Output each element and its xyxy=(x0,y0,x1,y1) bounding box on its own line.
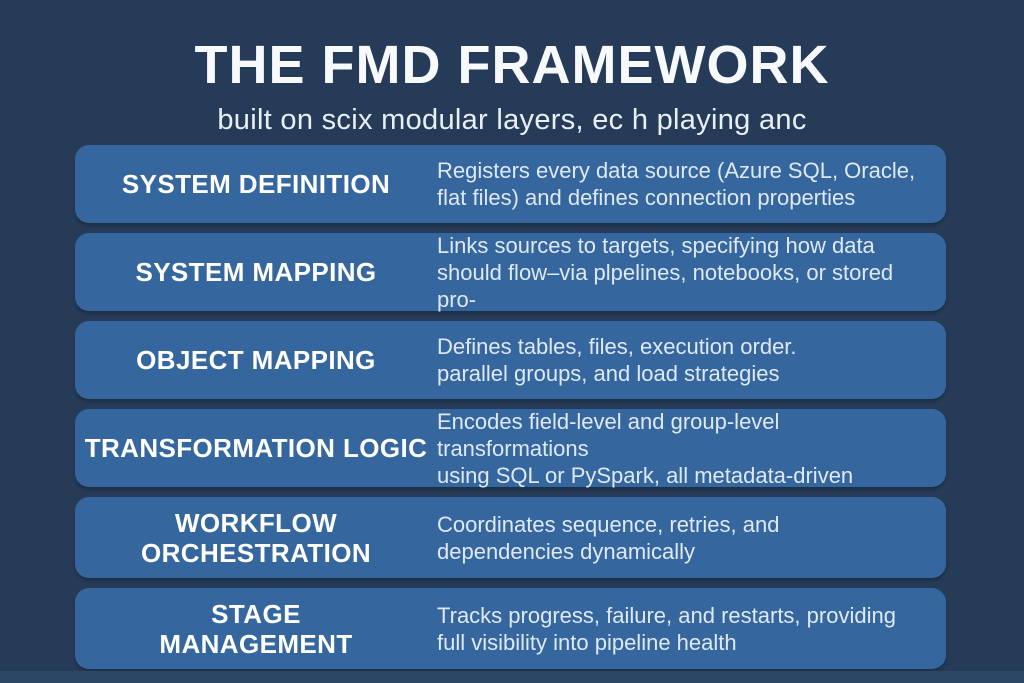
layer-label-line: TRANSFORMATION LOGIC xyxy=(84,433,428,463)
layer-label-line: MANAGEMENT xyxy=(159,628,353,659)
layer-description-line: Encodes field-level and group-level tran… xyxy=(437,408,780,461)
layer-description-line: Tracks progress, failure, and restarts, … xyxy=(437,602,896,628)
layer-label: TRANSFORMATION LOGIC xyxy=(75,433,437,463)
layer-label: STAGE MANAGEMENT xyxy=(75,599,437,659)
page-subtitle: built on scix modular layers, ec h playi… xyxy=(217,104,807,137)
layer-card-workflow-orchestration: WORKFLOW ORCHESTRATION Coordinates seque… xyxy=(75,497,946,578)
layer-description-line: using SQL or PySpark, all metadata-drive… xyxy=(437,462,854,488)
layer-description-line: Defines tables, files, execution order. xyxy=(437,334,797,359)
layer-description: Links sources to targets, specifying how… xyxy=(437,232,946,313)
layer-label: OBJECT MAPPING xyxy=(75,345,437,375)
layer-description-line: Registers every data source (Azure SQL, … xyxy=(437,158,916,183)
layer-card-system-definition: SYSTEM DEFINITION Registers every data s… xyxy=(75,145,946,223)
layer-label-line: STAGE xyxy=(211,598,301,629)
layer-label: WORKFLOW ORCHESTRATION xyxy=(75,508,437,568)
layer-description-line: Coordinates sequence, retries, and xyxy=(437,511,780,537)
layer-card-transformation-logic: TRANSFORMATION LOGIC Encodes field-level… xyxy=(75,408,946,489)
layer-description-line: dependencies dynamically xyxy=(437,538,696,564)
layer-description: Defines tables, files, execution order. … xyxy=(437,333,946,387)
page-title: THE FMD FRAMEWORK xyxy=(194,35,830,95)
bottom-bar xyxy=(0,671,1024,683)
layer-label-line: WORKFLOW xyxy=(174,507,338,538)
layer-label-line: ORCHESTRATION xyxy=(140,537,372,568)
layer-description-line: flat files) and defines connection prope… xyxy=(437,185,856,210)
layer-card-object-mapping: OBJECT MAPPING Defines tables, files, ex… xyxy=(75,321,946,399)
layer-description: Registers every data source (Azure SQL, … xyxy=(437,157,946,211)
layer-label: SYSTEM DEFINITION xyxy=(75,169,437,199)
layer-description: Coordinates sequence, retries, and depen… xyxy=(437,511,946,565)
layer-description-line: should flow–via plpelines, notebooks, or… xyxy=(437,259,894,312)
header: THE FMD FRAMEWORK built on scix modular … xyxy=(0,35,1024,137)
layer-card-stage-management: STAGE MANAGEMENT Tracks progress, failur… xyxy=(75,588,946,669)
layer-label-line: SYSTEM MAPPING xyxy=(135,257,377,287)
layer-label-line: SYSTEM DEFINITION xyxy=(121,169,391,199)
layer-description-line: Links sources to targets, specifying how… xyxy=(437,232,875,258)
layers-list: SYSTEM DEFINITION Registers every data s… xyxy=(75,145,946,669)
layer-card-system-mapping: SYSTEM MAPPING Links sources to targets,… xyxy=(75,232,946,313)
layer-description-line: full visibility into pipeline health xyxy=(437,629,737,655)
layer-description-line: parallel groups, and load strategies xyxy=(437,361,780,386)
layer-label: SYSTEM MAPPING xyxy=(75,257,437,287)
layer-description: Encodes field-level and group-level tran… xyxy=(437,408,946,489)
layer-label-line: OBJECT MAPPING xyxy=(136,345,376,375)
layer-description: Tracks progress, failure, and restarts, … xyxy=(437,602,946,656)
